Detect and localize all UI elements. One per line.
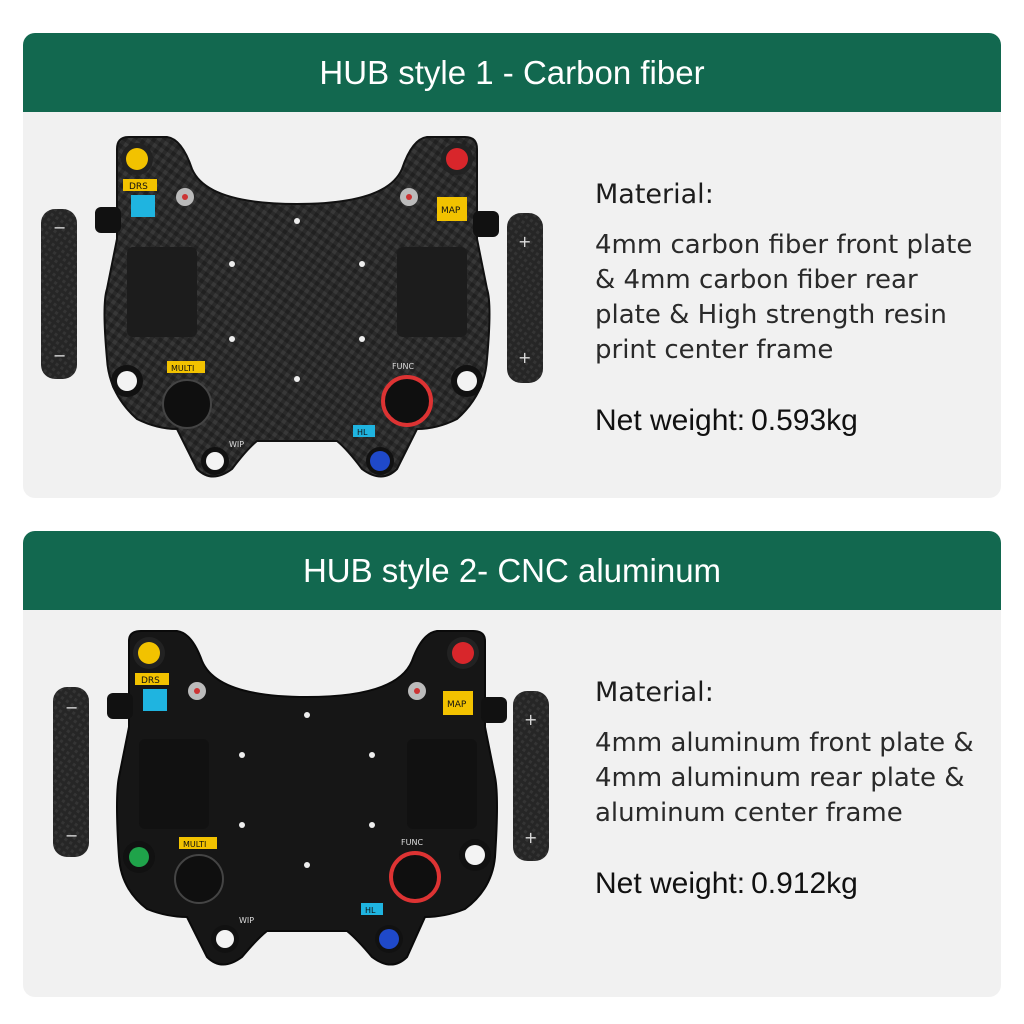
net-weight: Net weight:0.593kg	[595, 404, 985, 438]
left-bracket	[139, 739, 209, 829]
right-paddle-plus-2: +	[518, 348, 531, 367]
right-knob	[481, 697, 507, 723]
net-weight-value: 0.912kg	[751, 867, 858, 900]
hub-style-1-specs: Material: 4mm carbon fiber front plate &…	[595, 179, 985, 438]
svg-text:FUNC: FUNC	[392, 362, 414, 371]
net-weight-value: 0.593kg	[751, 404, 858, 437]
svg-text:−: −	[65, 826, 78, 845]
left-paddle-minus-2: −	[53, 346, 66, 365]
svg-text:HL: HL	[357, 428, 368, 437]
right-bracket	[397, 247, 467, 337]
hub-style-1-title: HUB style 1 - Carbon fiber	[319, 53, 705, 91]
left-knob	[95, 207, 121, 233]
right-paddle-plus: +	[518, 232, 531, 251]
cnc-aluminum-wheel-image: − − + + DRS MAP MULTI FUNC WIP HL	[53, 630, 549, 966]
hub-style-2-title: HUB style 2- CNC aluminum	[302, 551, 722, 589]
svg-text:MAP: MAP	[441, 206, 461, 216]
net-weight: Net weight:0.912kg	[595, 867, 985, 901]
svg-text:MULTI: MULTI	[183, 840, 206, 849]
right-bracket	[407, 739, 477, 829]
left-paddle-minus: −	[53, 218, 66, 237]
map-label	[437, 197, 467, 221]
svg-text:DRS: DRS	[141, 676, 160, 686]
func-rotary	[389, 851, 441, 903]
hub-style-2-header: HUB style 2- CNC aluminum	[23, 531, 1001, 610]
multi-rotary	[174, 854, 224, 904]
drs-label	[135, 673, 169, 685]
plate-holes	[229, 218, 365, 382]
svg-text:−: −	[65, 698, 78, 717]
svg-text:MULTI: MULTI	[171, 364, 194, 373]
hub-style-2-specs: Material: 4mm aluminum front plate & 4mm…	[595, 677, 985, 901]
adj-label	[143, 689, 167, 711]
map-label	[443, 691, 473, 715]
left-paddle	[53, 687, 89, 857]
hub-style-2-card: HUB style 2- CNC aluminum − − + + DRS MA…	[23, 531, 1001, 997]
net-weight-label: Net weight:	[595, 867, 746, 900]
right-knob	[473, 211, 499, 237]
right-paddle	[513, 691, 549, 861]
svg-text:FUNC: FUNC	[401, 838, 423, 847]
func-rotary	[381, 375, 433, 427]
net-weight-label: Net weight:	[595, 404, 746, 437]
left-knob	[107, 693, 133, 719]
material-label: Material:	[595, 677, 714, 708]
svg-text:WIP: WIP	[229, 440, 244, 449]
svg-text:DRS: DRS	[129, 182, 148, 192]
svg-text:HL: HL	[365, 906, 376, 915]
svg-text:MAP: MAP	[447, 700, 467, 710]
plate-holes	[239, 712, 375, 868]
hub-style-1-header: HUB style 1 - Carbon fiber	[23, 33, 1001, 112]
svg-text:WIP: WIP	[239, 916, 254, 925]
left-bracket	[127, 247, 197, 337]
material-label: Material:	[595, 179, 714, 210]
adj-label	[131, 195, 155, 217]
drs-label	[123, 179, 157, 191]
carbon-fiber-wheel-image: − − + + DRS MAP	[41, 136, 543, 478]
svg-text:+: +	[524, 828, 537, 847]
svg-text:+: +	[524, 710, 537, 729]
left-paddle	[41, 209, 77, 379]
material-description: 4mm aluminum front plate & 4mm aluminum …	[595, 728, 974, 828]
right-paddle	[507, 213, 543, 383]
multi-rotary	[162, 379, 212, 429]
hub-style-1-card: HUB style 1 - Carbon fiber − − + +	[23, 33, 1001, 498]
material-description: 4mm carbon fiber front plate & 4mm carbo…	[595, 230, 973, 365]
